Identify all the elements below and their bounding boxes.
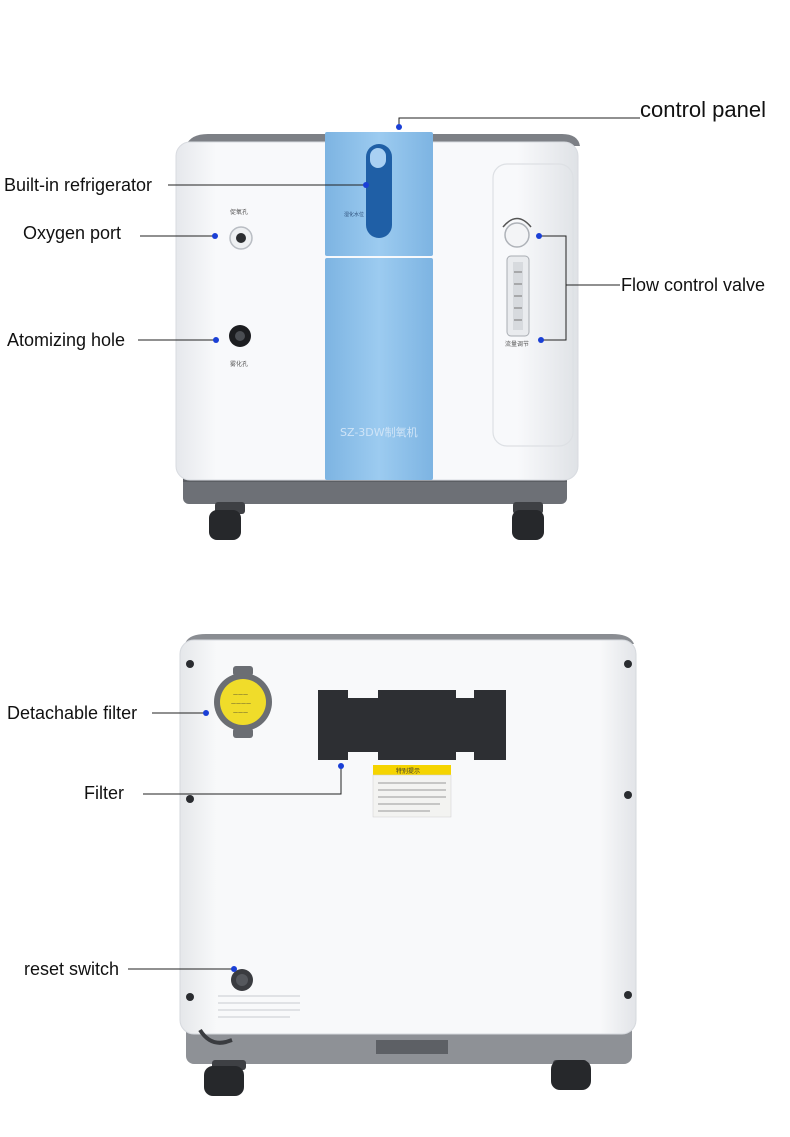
svg-text:湿化水位: 湿化水位	[344, 211, 364, 218]
rating-plate	[218, 995, 300, 1018]
filter-panel	[318, 690, 506, 760]
oxygen-port[interactable]	[229, 226, 253, 250]
atomizing-hole[interactable]	[229, 325, 251, 347]
label-detachable-filter: Detachable filter	[7, 703, 138, 723]
svg-text:————: ————	[231, 701, 251, 707]
back-body	[179, 639, 637, 1035]
svg-text:———: ———	[233, 692, 248, 698]
warning-title: 特别提示	[396, 767, 420, 775]
back-view: ——— ———— ——— 特别提示	[179, 634, 637, 1096]
front-wheels	[209, 502, 544, 540]
label-flow-control-valve: Flow control valve	[621, 275, 766, 295]
refrigerator-tube	[366, 144, 392, 238]
label-filter: Filter	[84, 783, 124, 803]
warning-label	[372, 765, 452, 818]
flowmeter	[506, 255, 530, 337]
screw-holes	[186, 660, 632, 1001]
label-reset-switch: reset switch	[24, 959, 120, 979]
atomizing-hole-caption: 雾化孔	[230, 360, 248, 368]
power-cord	[198, 1028, 233, 1045]
label-built-in-refrigerator: Built-in refrigerator	[4, 175, 153, 195]
label-oxygen-port: Oxygen port	[23, 223, 122, 243]
svg-text:———: ———	[233, 710, 248, 716]
detachable-filter[interactable]: ——— ———— ———	[214, 666, 272, 738]
label-control-panel: control panel	[640, 97, 766, 122]
leader-lines	[128, 117, 640, 970]
oxygen-port-caption: 促氧孔	[230, 208, 248, 216]
flow-valve-knob[interactable]	[502, 217, 532, 248]
label-atomizing-hole: Atomizing hole	[7, 330, 126, 350]
pointer-dots	[203, 124, 544, 972]
back-wheels	[204, 1060, 591, 1096]
reset-switch[interactable]	[231, 969, 253, 991]
flow-panel	[492, 163, 574, 447]
front-blue-panel	[325, 258, 433, 480]
model-text: SZ-3DW制氧机	[340, 425, 418, 439]
flow-caption: 流量调节	[505, 340, 529, 348]
front-view: 湿化水位 SZ-3DW制氧机 促氧孔 雾化孔	[175, 132, 580, 540]
